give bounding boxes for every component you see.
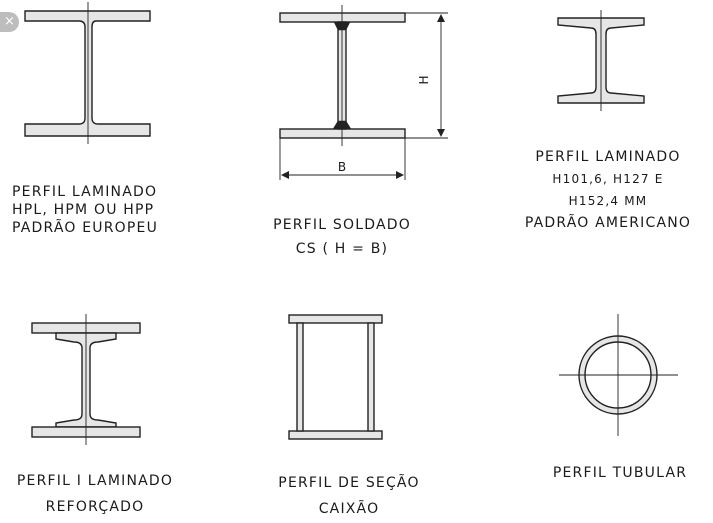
caption-line: PERFIL LAMINADO xyxy=(12,184,158,200)
tubular-figure xyxy=(559,314,678,436)
reinforced-caption: PERFIL I LAMINADO REFORÇADO xyxy=(0,468,190,520)
close-button[interactable]: × xyxy=(0,12,19,32)
caption-line: REFORÇADO xyxy=(45,499,145,515)
caption-line: PERFIL TUBULAR xyxy=(552,465,688,481)
caption-line: PERFIL SOLDADO xyxy=(273,217,411,233)
caption-line: CAIXÃO xyxy=(318,501,380,517)
reinforced-i-beam-figure xyxy=(31,314,141,445)
caption-line: PADRÃO EUROPEU xyxy=(12,220,159,236)
box-caption: PERFIL DE SEÇÃO CAIXÃO xyxy=(254,470,444,522)
dimension-width-label: B xyxy=(338,160,346,174)
hpl-caption: PERFIL LAMINADO HPL, HPM OU HPP PADRÃO E… xyxy=(12,183,158,237)
caption-line: H101,6, H127 E xyxy=(552,172,664,186)
caption-line: PERFIL LAMINADO xyxy=(535,149,681,165)
i-beam-european-figure xyxy=(24,2,151,144)
caption-line: PERFIL DE SEÇÃO xyxy=(278,475,420,491)
welded-cs-figure xyxy=(279,5,448,180)
american-caption: PERFIL LAMINADO H101,6, H127 E H152,4 mm… xyxy=(505,146,711,234)
caption-line: H152,4 mm xyxy=(568,194,648,208)
caption-line: PERFIL I LAMINADO xyxy=(16,473,174,489)
close-icon: × xyxy=(4,14,15,29)
cs-caption: PERFIL SOLDADO CS ( H = B) xyxy=(262,213,422,261)
caption-line: PADRÃO AMERICANO xyxy=(524,215,692,231)
i-beam-american-figure xyxy=(557,10,645,111)
caption-line: CS ( H = B) xyxy=(295,241,389,257)
caption-line: HPL, HPM OU HPP xyxy=(12,202,155,218)
dimension-height-label: H xyxy=(417,75,431,84)
tubular-caption: PERFIL TUBULAR xyxy=(530,464,710,482)
box-section-figure xyxy=(288,314,383,440)
